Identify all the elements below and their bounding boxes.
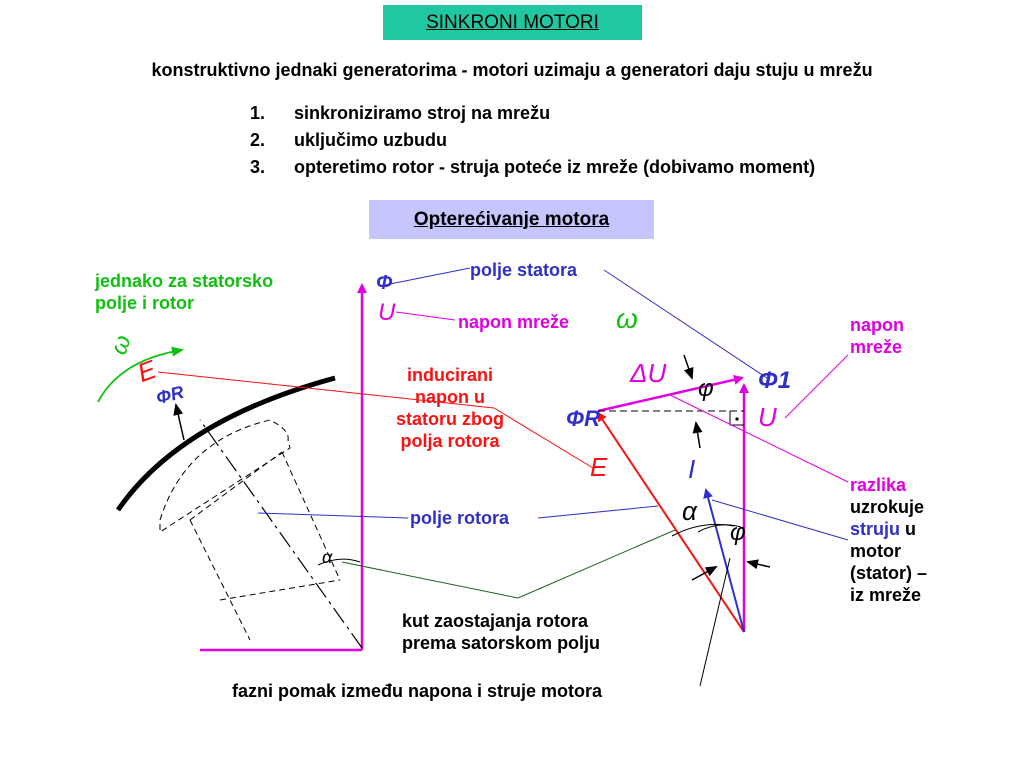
label-line: motor [850,541,901,561]
step-text: opteretimo rotor - struja poteće iz mrež… [294,157,816,177]
list-item: 2. uključimo uzbudu [250,127,815,154]
alpha-symbol-left: α [322,547,333,567]
steps-list: 1. sinkroniziramo stroj na mrežu 2. uklj… [250,100,815,181]
label-line: prema satorskom polju [402,633,601,653]
page-title: SINKRONI MOTORI [426,11,599,33]
label-line: uzrokuje [850,497,925,517]
label-line: napon [850,315,904,335]
delta-u-symbol: ΔU [630,358,667,388]
omega-symbol-right: ω [616,303,638,334]
step-number: 1. [250,103,266,123]
stator-axis [200,283,367,652]
list-item: 3. opteretimo rotor - struja poteće iz m… [250,154,815,181]
label-line: inducirani [406,365,493,385]
label-line: polje i rotor [95,293,194,313]
label-line: polja rotora [400,431,500,451]
phase-shift-label: fazni pomak između napona i struje motor… [232,681,603,701]
rotor-pole [159,419,341,641]
phi1-symbol: Φ1 [758,367,792,394]
label-line: (stator) – [850,563,928,583]
step-number: 3. [250,157,266,177]
phi-r-symbol-right: ΦR [566,406,600,431]
phi-angle-symbol-bottom: φ [730,519,746,546]
rotor-axis [199,419,363,649]
stator-arc [115,375,336,512]
section-title: Opterećivanje motora [413,208,610,230]
step-text: uključimo uzbudu [294,130,447,150]
label-line: struju u [850,518,927,540]
label-line: kut zaostajanja rotora [402,611,589,631]
induced-voltage-label: inducirani napon u statoru zbog polja ro… [372,364,528,452]
grid-voltage-label-right: napon mreže [850,314,904,358]
label-line: statoru zbog [396,409,504,429]
stator-field-label: polje statora [470,260,578,280]
u-symbol-left: U [378,299,396,326]
list-item: 1. sinkroniziramo stroj na mrežu [250,100,815,127]
label-line: razlika [850,475,907,495]
difference-label: razlika uzrokuje struju u motor (stator)… [850,474,927,606]
title-banner: SINKRONI MOTORI [383,5,642,40]
label-word: u [905,519,917,539]
alpha-symbol-right: α [682,496,697,526]
grid-voltage-label-left: napon mreže [458,312,570,332]
label-word: struju [850,519,901,539]
omega-rotation-arrow [97,346,184,403]
label-line: iz mreže [850,585,922,605]
label-line: jednako za statorsko [95,271,274,291]
equal-field-label: jednako za statorsko polje i rotor [95,270,273,314]
rotor-field-label: polje rotora [410,508,510,528]
phasor-diagram [596,354,771,633]
section-banner: Opterećivanje motora [369,200,654,239]
phi-symbol-left: Φ [376,272,393,294]
i-symbol: I [688,454,696,484]
step-number: 2. [250,130,266,150]
label-line: mreže [850,337,903,357]
phi-angle-symbol-top: φ [698,375,714,402]
u-symbol-right: U [758,402,777,432]
step-text: sinkroniziramo stroj na mrežu [294,103,551,123]
connector-lines [157,267,849,687]
subtitle: konstruktivno jednaki generatorima - mot… [151,60,873,80]
e-symbol-right: E [590,452,608,482]
lag-angle-label: kut zaostajanja rotora prema satorskom p… [402,610,600,654]
label-line: napon u [415,387,485,407]
alpha-arc-left [317,558,361,566]
rotor-field-arrow [173,403,185,441]
